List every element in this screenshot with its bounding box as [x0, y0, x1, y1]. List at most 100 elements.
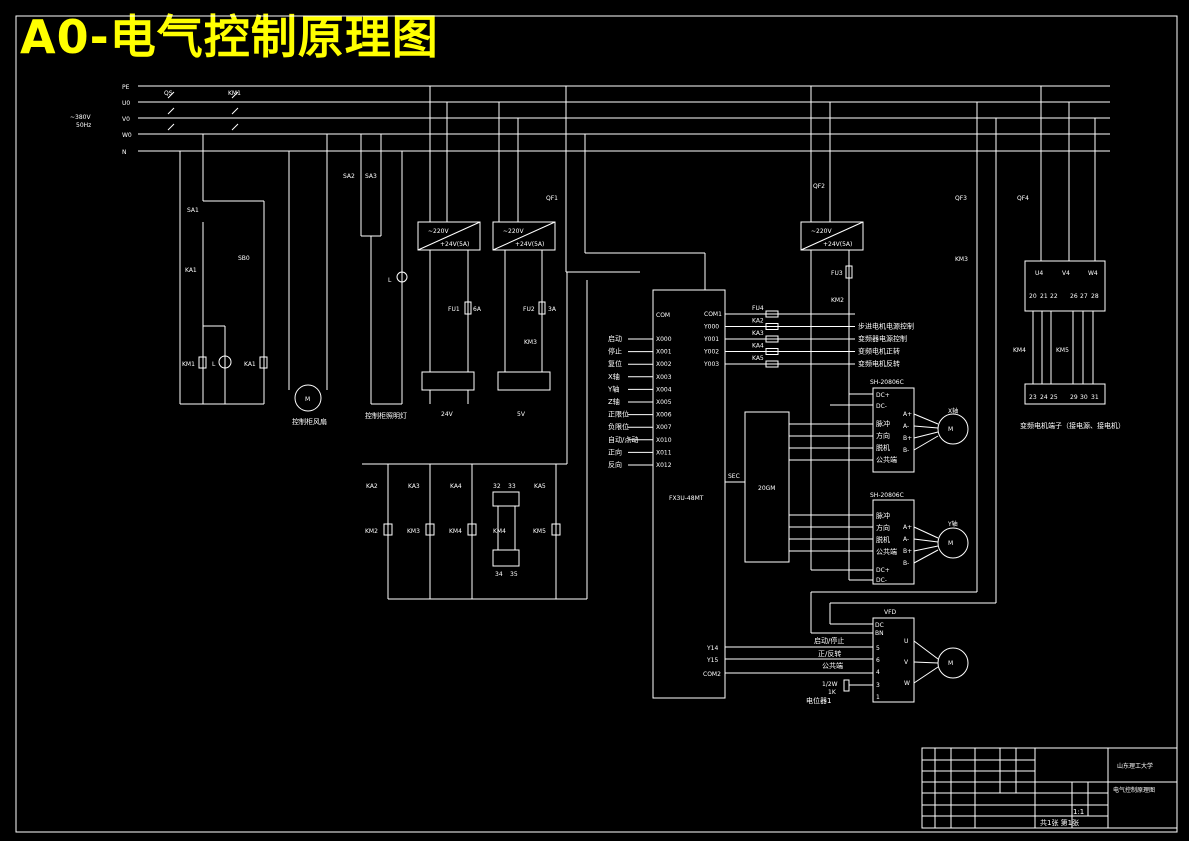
- plc-output-desc: 步进电机电源控制: [858, 322, 914, 331]
- qf1-breaker: QF1: [546, 86, 706, 290]
- rail-label-u0: U0: [122, 100, 130, 107]
- vfd-sig-startstop: 启动/停止: [814, 636, 844, 645]
- vfd-t6: 6: [876, 657, 880, 664]
- plc-output-device: [765, 348, 779, 355]
- plc-output-dev-label: KA3: [752, 330, 764, 337]
- vfd-t4: 4: [876, 669, 880, 676]
- plc-sec: SEC: [728, 473, 740, 480]
- driver-x-ap: A+: [903, 411, 912, 418]
- plc-output-desc: 变频电机正转: [858, 347, 900, 356]
- num-bottom-4: 30: [1080, 394, 1088, 401]
- driver-y-dcm: DC-: [876, 577, 887, 584]
- driver-y-bp: B+: [903, 548, 912, 555]
- power-supply-1: ~220V +24V(5A) FU1 6A 24V: [417, 86, 482, 418]
- driver-x-sig-off: 脱机: [876, 443, 890, 452]
- km5-right-label: KM5: [1056, 347, 1069, 354]
- ka1-coil-label: KA1: [244, 361, 256, 368]
- plc-output-dev-label: KA4: [752, 343, 764, 350]
- term-v4: V4: [1062, 270, 1070, 277]
- num-bottom-3: 29: [1070, 394, 1078, 401]
- fu3-label: FU3: [831, 270, 843, 277]
- fu1-label: FU1: [448, 306, 460, 313]
- plc-input-addr: X012: [656, 462, 672, 469]
- ka1-label: KA1: [185, 267, 197, 274]
- ps2-output: +24V(5A): [515, 241, 544, 248]
- vfd-pot-power: 1/2W: [822, 681, 838, 688]
- plc-output-device: [765, 310, 779, 318]
- rail-label-w0: W0: [122, 132, 132, 139]
- svg-text:M: M: [948, 660, 953, 667]
- plc-output-desc: 变频电机反转: [858, 359, 900, 368]
- plc-input-addr: X000: [656, 336, 672, 343]
- plc-input-label: 负限位: [608, 422, 629, 431]
- num-top-5: 28: [1091, 293, 1099, 300]
- vfd-bn: BN: [875, 630, 884, 637]
- supply-voltage: ~380V: [70, 114, 91, 121]
- vfd-title: VFD: [884, 609, 897, 616]
- sa1-label: SA1: [187, 207, 199, 214]
- ps1-output: +24V(5A): [440, 241, 469, 248]
- term-u4: U4: [1035, 270, 1043, 277]
- power-rails: PE U0 V0 W0 N ~380V 50Hz QS KM1: [70, 84, 1110, 156]
- fan-label: 控制柜风扇: [292, 417, 327, 426]
- vfd-motor-icon: [937, 647, 969, 679]
- ps3-input: ~220V: [811, 228, 832, 235]
- plc-output-desc: 变频器电源控制: [858, 334, 907, 343]
- plc-output-device: [765, 360, 779, 368]
- ps3-output: +24V(5A): [823, 241, 852, 248]
- plc-output-device: [765, 335, 779, 343]
- plc-output-dev-label: FU4: [752, 305, 764, 312]
- driver-x-am: A-: [903, 423, 909, 430]
- title-block: 山东理工大学 电气控制原理图 1:1 共1张 第1张: [921, 747, 1178, 829]
- driver-x-dcm: DC-: [876, 403, 887, 410]
- km3-coil-label: KM3: [407, 528, 420, 535]
- km3-contact-label: KM3: [524, 339, 537, 346]
- title-block-scale: 1:1: [1073, 808, 1084, 816]
- page-title: A0-电气控制原理图: [20, 10, 439, 64]
- vfd-pot-label: 电位器1: [806, 696, 831, 705]
- left-control-circuit: SA1 KA1 SB0 KM1 L KA1 M 控制柜风扇 L SA2 SA3 …: [179, 134, 408, 426]
- drawing-border: [15, 15, 1178, 833]
- ps2-dc: 5V: [517, 411, 526, 418]
- plc-input-label: 正向: [608, 447, 622, 456]
- km5-coil-label: KM5: [533, 528, 546, 535]
- term-w4: W4: [1088, 270, 1098, 277]
- stepper-driver-y: SH-20806C A+ A- B+ B- 脉冲 方向 脱机 公共端 DC+ D…: [789, 492, 969, 585]
- driver-x-model: SH-20806C: [870, 379, 904, 386]
- plc-input-addr: X004: [656, 386, 672, 393]
- plc-input-label: 自动/点动: [608, 435, 638, 444]
- lamp2-label: L: [388, 277, 392, 284]
- plc-input-label: Z轴: [608, 397, 620, 406]
- qf4-label: QF4: [1017, 195, 1029, 202]
- limit-bottom-b: 35: [510, 571, 518, 578]
- sa2-label: SA2: [343, 173, 355, 180]
- ka1-coil: [259, 356, 268, 369]
- vfd-dc: DC: [875, 622, 884, 629]
- driver-y-sig-pulse: 脉冲: [876, 511, 890, 520]
- plc-input-label: X轴: [608, 372, 620, 381]
- ps1-dc: 24V: [441, 411, 454, 418]
- num-top-3: 26: [1070, 293, 1078, 300]
- stepper-driver-x: SH-20806C DC+ DC- A+ A- B+ B- 脉冲 方向 脱机 公…: [789, 379, 969, 473]
- num-bottom-5: 31: [1091, 394, 1099, 401]
- qf1-label: QF1: [546, 195, 558, 202]
- vfd: VFD DC BN 5 6 4 3 1 U V W 启动/停止 正/反转 公共端…: [806, 609, 969, 705]
- plc-input-addr: X003: [656, 374, 672, 381]
- driver-y-bm: B-: [903, 560, 909, 567]
- plc-model: FX3U-48MT: [669, 495, 704, 502]
- num-top-4: 27: [1080, 293, 1088, 300]
- driver-x-bp: B+: [903, 435, 912, 442]
- plc-input-label: Y轴: [607, 384, 619, 393]
- plc-output-addr: Y003: [703, 361, 719, 368]
- plc-com2: COM2: [703, 671, 721, 678]
- vfd-u: U: [904, 638, 908, 645]
- power-supply-2: ~220V +24V(5A) FU2 3A KM3 5V: [492, 102, 557, 418]
- km3-right-label: KM3: [955, 256, 968, 263]
- supply-frequency: 50Hz: [76, 122, 91, 129]
- rail-label-n: N: [122, 149, 127, 156]
- qf2-label: QF2: [813, 183, 825, 190]
- fan-motor-symbol: M: [305, 396, 310, 403]
- plc-output-addr: Y002: [703, 349, 719, 356]
- terminal-block-label: 变频电机端子（接电源、接电机）: [1020, 421, 1125, 430]
